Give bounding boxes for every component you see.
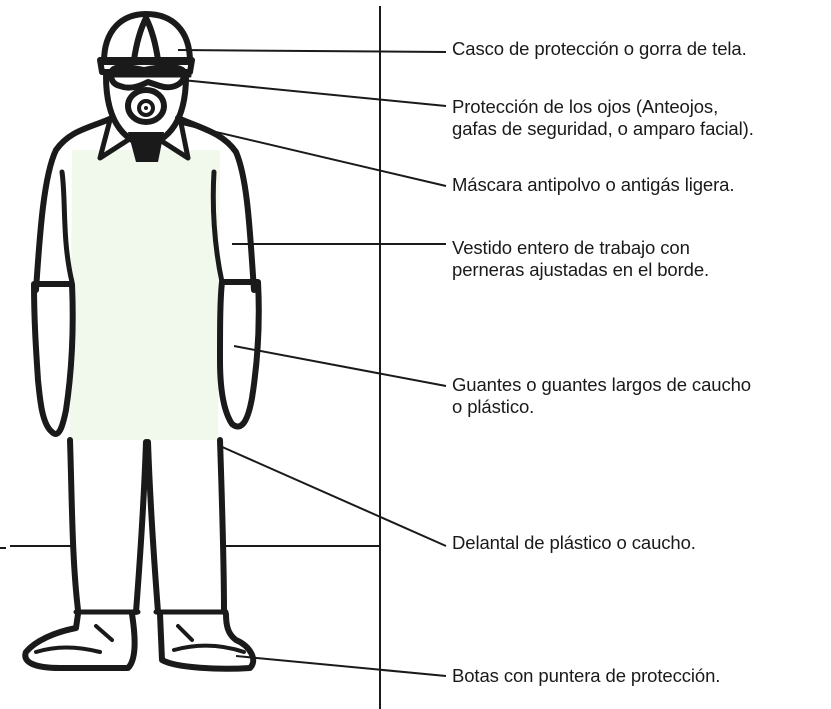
left-leg: [67, 437, 149, 615]
label-botas: Botas con puntera de protección.: [452, 665, 720, 687]
left-boot: [22, 611, 138, 671]
label-line: Botas con puntera de protección.: [452, 665, 721, 686]
label-delantal: Delantal de plástico o caucho.: [452, 532, 696, 554]
goggles: [108, 64, 188, 91]
right-boot: [157, 611, 257, 672]
helmet: [101, 11, 193, 65]
label-line: Vestido entero de trabajo con: [452, 237, 690, 258]
worker-figure: [22, 11, 262, 672]
apron-tint: [70, 150, 220, 440]
neck-shade: [128, 132, 164, 162]
respirator-valve: [144, 106, 148, 110]
leader-mascara: [181, 123, 447, 187]
label-line: Casco de protección o gorra de tela.: [452, 38, 747, 59]
right-leg: [145, 437, 227, 615]
leader-botas: [235, 655, 447, 677]
leader-lines: [10, 49, 447, 677]
coverall-collar: [97, 115, 191, 161]
label-line: Protección de los ojos (Anteojos,: [452, 96, 719, 117]
left-glove: [31, 281, 76, 437]
label-line: Guantes o guantes largos de caucho: [452, 374, 751, 395]
right-glove: [217, 279, 262, 430]
leader-delantal: [219, 445, 447, 547]
right-boot-toe: [172, 624, 246, 654]
helmet-ridge: [131, 15, 161, 63]
sleeve-fold-left: [59, 169, 75, 285]
leader-guantes: [233, 345, 447, 387]
hood: [103, 73, 189, 143]
label-guantes: Guantes o guantes largos de caucho o plá…: [452, 374, 751, 418]
left-boot-toe: [34, 624, 114, 654]
leader-ojos: [181, 79, 447, 107]
coverall-body: [33, 115, 257, 293]
leader-casco: [177, 49, 447, 53]
label-vestido: Vestido entero de trabajo con perneras a…: [452, 237, 709, 281]
label-line: o plástico.: [452, 396, 535, 417]
label-line: Delantal de plástico o caucho.: [452, 532, 696, 553]
respirator: [125, 87, 167, 125]
label-line: Máscara antipolvo o antigás ligera.: [452, 174, 735, 195]
label-line: perneras ajustadas en el borde.: [452, 259, 710, 280]
helmet-brim: [97, 57, 195, 75]
label-line: gafas de seguridad, o amparo facial).: [452, 118, 754, 139]
respirator-filter: [137, 99, 155, 117]
label-ojos: Protección de los ojos (Anteojos, gafas …: [452, 96, 754, 140]
sleeve-fold-right: [210, 169, 225, 285]
label-casco: Casco de protección o gorra de tela.: [452, 38, 747, 60]
label-mascara: Máscara antipolvo o antigás ligera.: [452, 174, 734, 196]
